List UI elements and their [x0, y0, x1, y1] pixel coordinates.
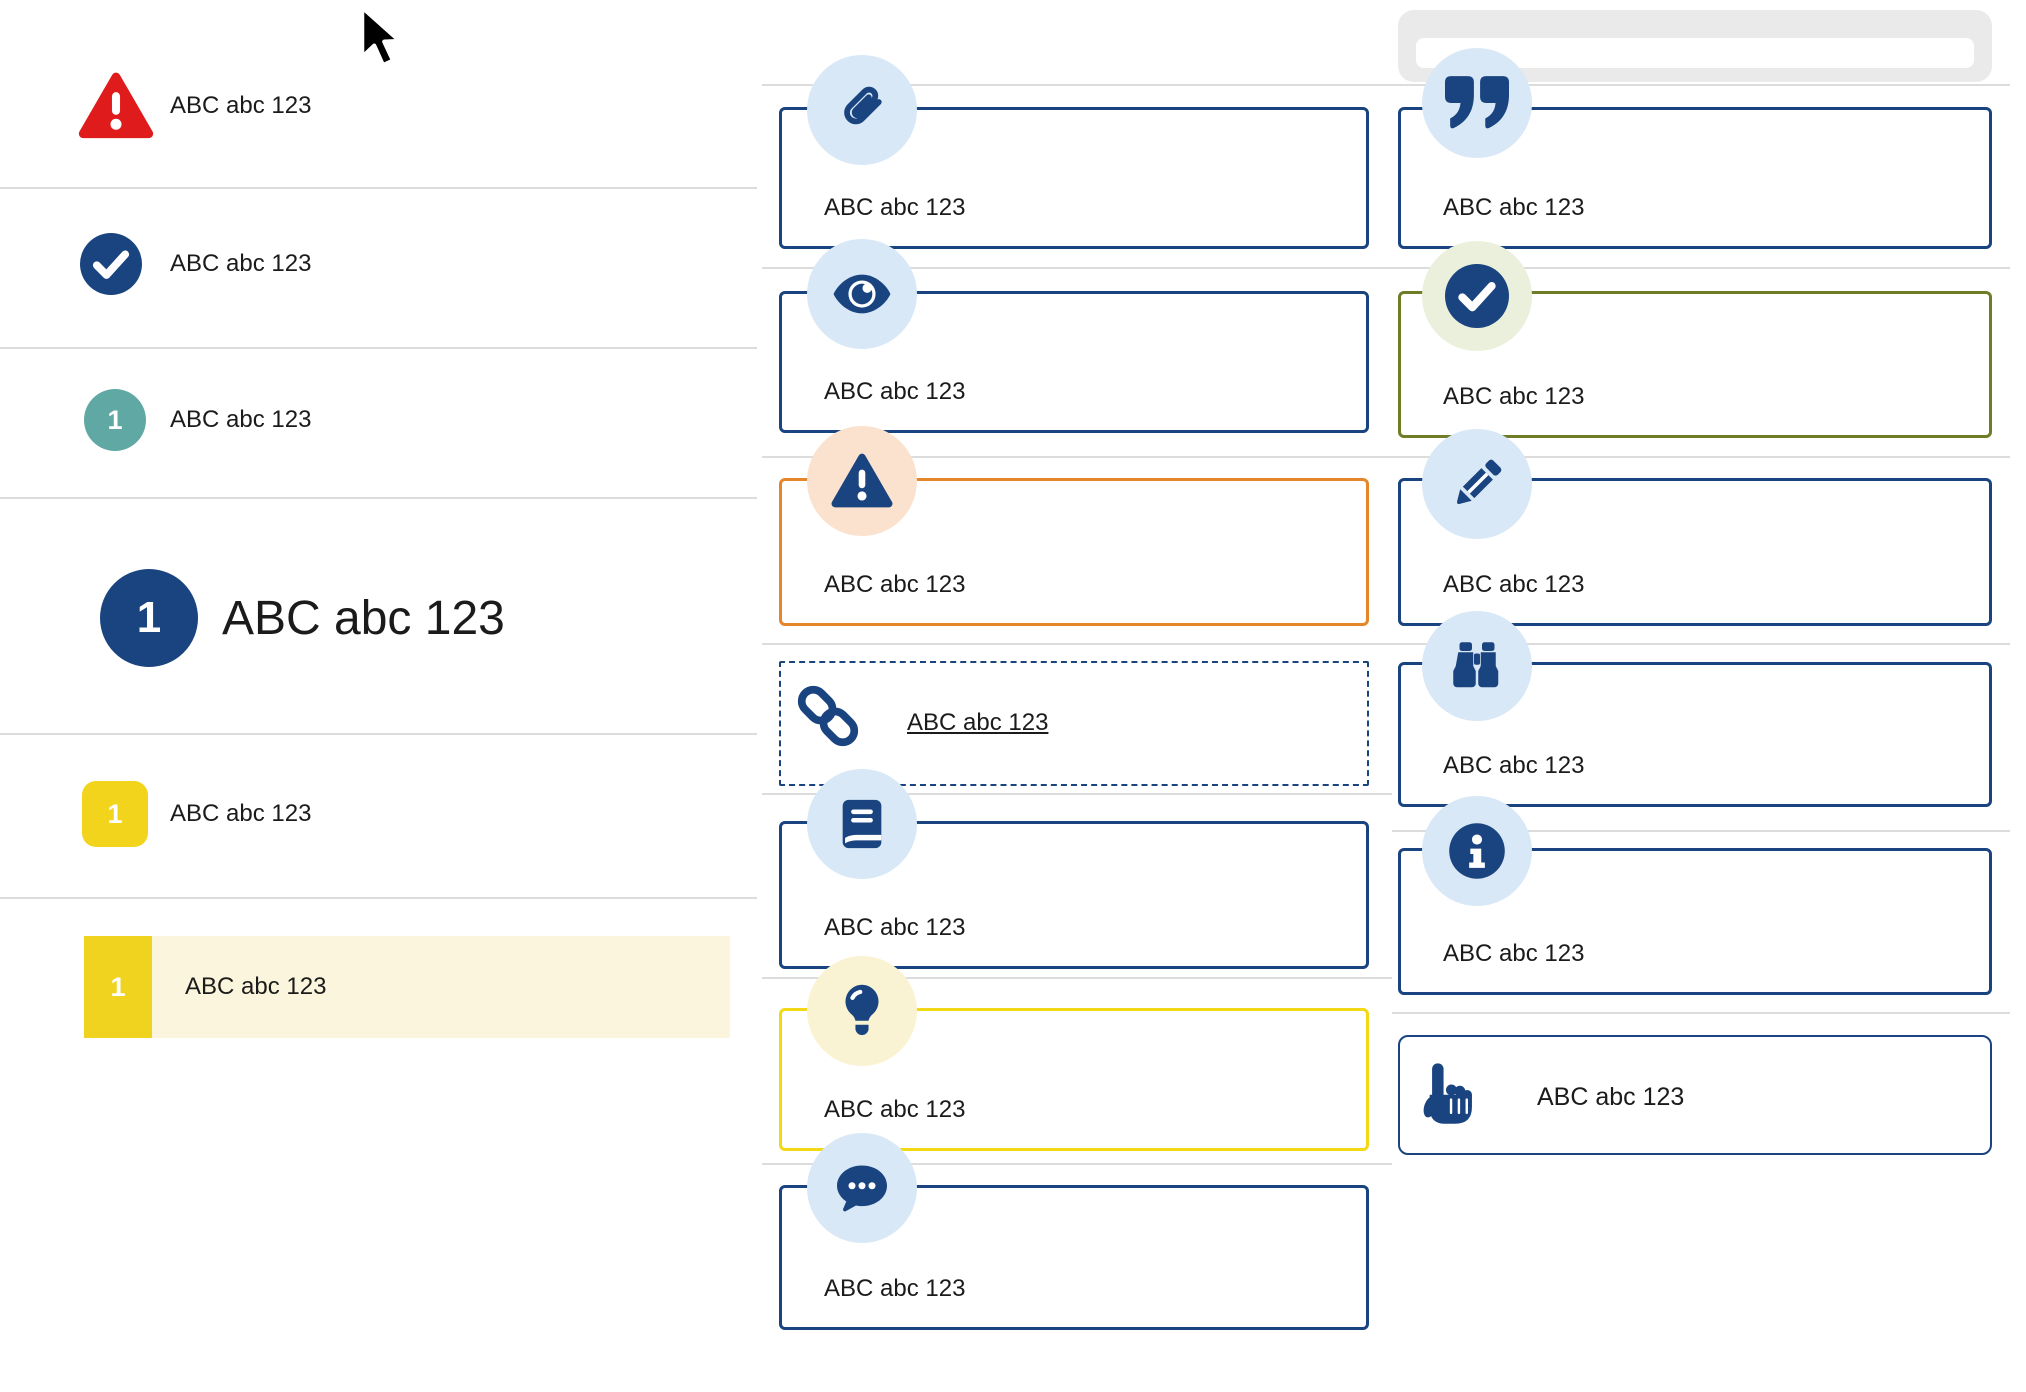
warning-triangle-icon: [78, 72, 154, 140]
number-badge: 1: [84, 936, 152, 1038]
list-item-highlight-background: [84, 936, 730, 1038]
list-item-label: ABC abc 123: [185, 973, 327, 1000]
callout-label: ABC abc 123: [824, 914, 966, 941]
check-circle-icon: [80, 233, 142, 295]
lightbulb-icon: [807, 956, 917, 1066]
pencil-icon: [1422, 429, 1532, 539]
divider: [762, 793, 1392, 795]
list-item-label: ABC abc 123: [222, 591, 505, 645]
warning-triangle-icon: [807, 426, 917, 536]
callout-label: ABC abc 123: [1443, 940, 1585, 967]
list-item-primary-number-large: 1 ABC abc 123: [0, 569, 757, 667]
info-icon: [1422, 796, 1532, 906]
number-badge: 1: [84, 389, 146, 451]
list-item-label: ABC abc 123: [170, 250, 312, 277]
divider: [1392, 1012, 2010, 1014]
divider: [762, 643, 2010, 645]
list-item-label: ABC abc 123: [170, 92, 312, 119]
callout-edit: ABC abc 123: [1398, 478, 1992, 626]
callout-label: ABC abc 123: [1443, 571, 1585, 598]
list-item-teal-number: 1 ABC abc 123: [0, 389, 757, 451]
quote-icon: [1422, 48, 1532, 158]
link-icon: [791, 679, 865, 753]
list-item-yellow-number-highlighted: 1 ABC abc 123: [0, 936, 757, 1038]
callout-label: ABC abc 123: [1443, 752, 1585, 779]
callout-link: ABC abc 123: [779, 661, 1369, 786]
divider: [762, 1163, 1392, 1165]
check-circle-icon: [1422, 241, 1532, 351]
divider: [1392, 830, 2010, 832]
binoculars-icon: [1422, 611, 1532, 721]
number-badge: 1: [82, 781, 148, 847]
callout-label: ABC abc 123: [824, 194, 966, 221]
divider: [0, 497, 757, 499]
callout-label: ABC abc 123: [824, 378, 966, 405]
number-badge: 1: [100, 569, 198, 667]
list-item-label: ABC abc 123: [170, 406, 312, 433]
book-icon: [807, 769, 917, 879]
list-item-yellow-number: 1 ABC abc 123: [0, 781, 757, 847]
divider: [0, 733, 757, 735]
list-item-success: ABC abc 123: [0, 233, 757, 295]
callout-warning: ABC abc 123: [779, 478, 1369, 626]
callout-label: ABC abc 123: [824, 1096, 966, 1123]
divider: [0, 347, 757, 349]
callout-label: ABC abc 123: [824, 1275, 966, 1302]
list-item-error: ABC abc 123: [0, 72, 757, 140]
divider: [0, 187, 757, 189]
mouse-cursor: [358, 6, 412, 76]
callout-label: ABC abc 123: [1443, 383, 1585, 410]
callout-label: ABC abc 123: [824, 571, 966, 598]
eye-icon: [807, 239, 917, 349]
callout-action: ABC abc 123: [1398, 1035, 1992, 1155]
divider: [762, 267, 2010, 269]
chat-icon: [807, 1133, 917, 1243]
divider: [762, 977, 1392, 979]
link-text[interactable]: ABC abc 123: [907, 709, 1049, 736]
divider: [762, 456, 2010, 458]
divider: [0, 897, 757, 899]
callout-label: ABC abc 123: [1443, 194, 1585, 221]
paperclip-icon: [807, 55, 917, 165]
list-item-label: ABC abc 123: [170, 800, 312, 827]
callout-label: ABC abc 123: [1537, 1082, 1685, 1111]
hand-pointer-icon: [1420, 1059, 1478, 1133]
divider: [762, 84, 2010, 86]
